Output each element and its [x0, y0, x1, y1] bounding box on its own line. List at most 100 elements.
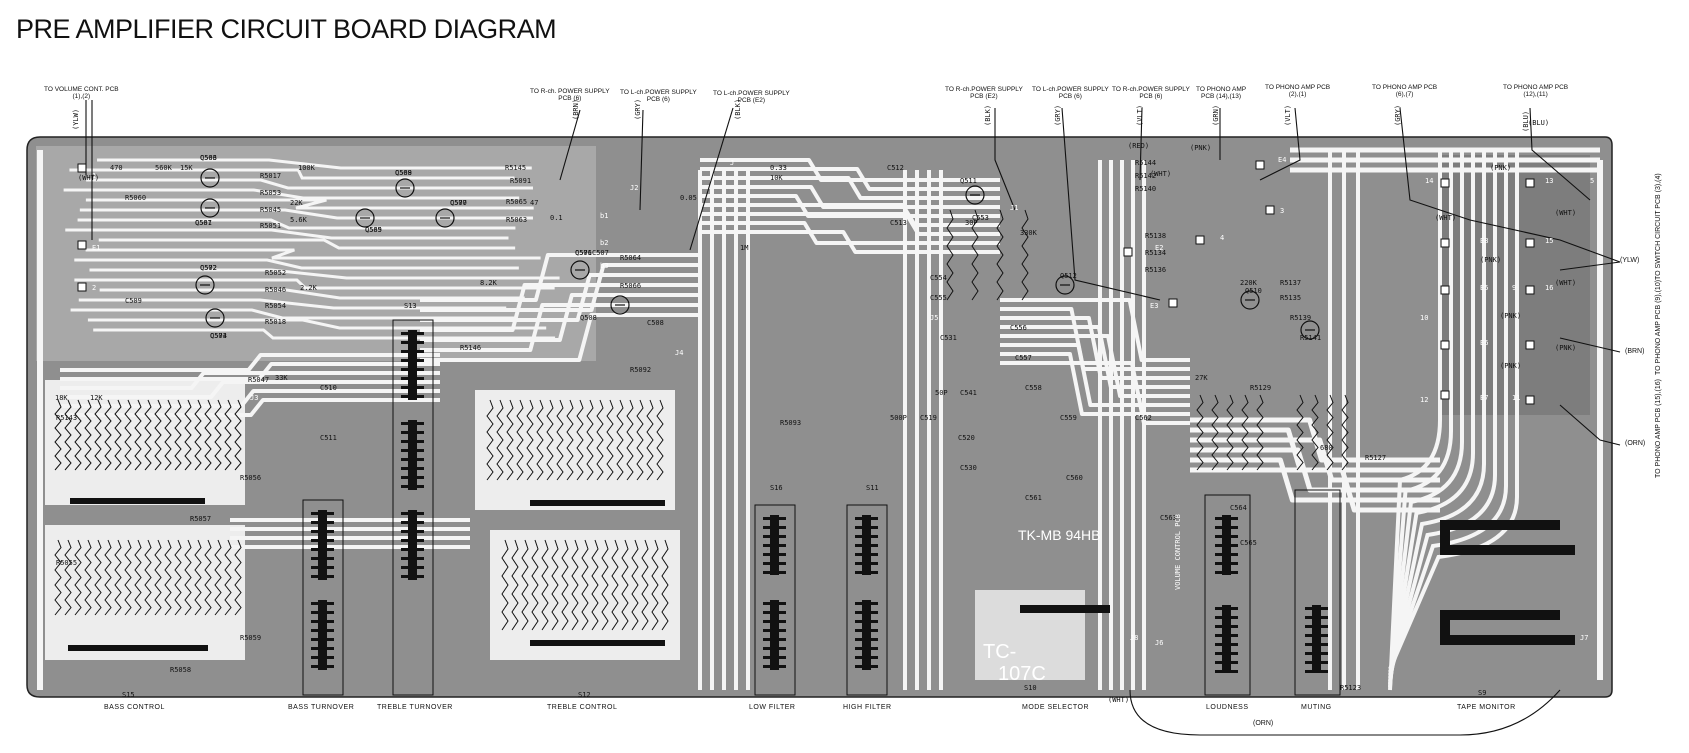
switch-treble-turnover-c-tab: [401, 566, 424, 569]
component-ref: C554: [930, 274, 947, 282]
component-ref: R5046: [265, 286, 286, 294]
terminal-label: E7: [1480, 394, 1488, 402]
terminal-label: 11: [1512, 394, 1520, 402]
resistor-treble-lower: [631, 539, 639, 631]
component-ref: R5142: [1135, 172, 1156, 180]
transistor-outline: [610, 295, 630, 315]
switch-bass-turnover-b: [318, 600, 327, 670]
switch-treble-turnover-b-tab: [401, 485, 424, 488]
switch-bass-turnover-a-tab: [311, 512, 334, 515]
trace-center-bus: [420, 313, 700, 362]
resistor-treble-upper: [516, 399, 524, 481]
wire-color-tag-top: (GRY): [1394, 105, 1402, 126]
component-ref: Q501: [195, 219, 212, 227]
component-value: 0.33: [770, 164, 787, 172]
terminal-label: E1: [92, 244, 100, 252]
resistor-bass-lower: [214, 539, 222, 616]
component-value: 5.6K: [290, 216, 308, 224]
switch-bass-turnover-b-tab: [311, 638, 334, 641]
resistor-treble-upper: [556, 399, 564, 481]
switch-muting-tab: [1305, 625, 1328, 628]
component-ref: C541: [960, 389, 977, 397]
transistor-outline: [355, 208, 375, 228]
trace-top-left: [65, 228, 509, 240]
component-ref: C531: [940, 334, 957, 342]
switch-treble-turnover-a-tab: [401, 341, 424, 344]
switch-loudness-b-tab: [1215, 643, 1238, 646]
resistor-treble-lower: [601, 539, 609, 631]
component-ref: R5093: [780, 419, 801, 427]
resistor-treble-upper: [496, 399, 504, 481]
wire-phono2: [1259, 107, 1301, 181]
board-tc-number: 107C: [998, 663, 1046, 685]
board-region-bass-bottom: [45, 525, 245, 660]
resistor-loudness: [1226, 394, 1234, 471]
switch-low-filter-a-tab: [763, 553, 786, 556]
connector-color-tag: (PNK): [1490, 164, 1511, 172]
switch-treble-turnover-a: [408, 330, 417, 400]
switch-muting-tab: [1305, 607, 1328, 610]
component-ref: R5145: [505, 164, 526, 172]
terminal-label: E5: [1480, 284, 1488, 292]
switch-treble-turnover-b-tab: [401, 458, 424, 461]
label-loudness: LOUDNESS: [1206, 704, 1249, 711]
component-ref: Q504: [210, 332, 227, 340]
resistor-bass-lower: [84, 539, 92, 616]
component-value: 30P: [965, 219, 978, 227]
component-value: 8.2K: [480, 279, 498, 287]
switch-loudness-a-tab: [1215, 562, 1238, 565]
connector-color-tag: (PNK): [1480, 256, 1501, 264]
pad-layer: [77, 160, 1535, 405]
component-ref: C507: [592, 249, 609, 257]
trace-volume-bus: [1000, 334, 1190, 398]
component-value: 0.1: [550, 214, 563, 222]
terminal-label: E8: [1480, 237, 1488, 245]
terminal-pad: [1525, 395, 1535, 405]
bus-bar-treble-upper: [530, 500, 665, 506]
switch-tape-monitor-b: [1440, 610, 1575, 645]
terminal-label: 1: [92, 172, 96, 180]
component-value: 22K: [290, 199, 303, 207]
resistor-treble-lower: [611, 539, 619, 631]
component-ref: R5138: [1145, 232, 1166, 240]
trace-muting-bus: [1190, 457, 1440, 503]
terminal-label: b1: [600, 212, 608, 220]
component-value: 1M: [740, 244, 748, 252]
bus-bar-treble-lower: [530, 640, 665, 646]
wire-lpowe2: [689, 107, 734, 251]
resistor-bass-lower: [124, 539, 132, 616]
switch-loudness-b-tab: [1215, 661, 1238, 664]
component-ref: C556: [1010, 324, 1027, 332]
component-ref: C508: [647, 319, 664, 327]
switch-high-filter-b-tab: [855, 665, 878, 668]
resistor-treble-lower: [521, 539, 529, 631]
component-value: 18K: [55, 394, 68, 402]
wire-rpow1: [559, 109, 581, 181]
component-ref: R5057: [190, 515, 211, 523]
switch-loudness-a-tab: [1215, 517, 1238, 520]
switch-treble-turnover-a-tab: [401, 395, 424, 398]
switch-low-filter-a-tab: [763, 526, 786, 529]
connector-color-tag: (WHT): [1435, 214, 1456, 222]
conn-label-volume: TO VOLUME CONT. PCB(1),(2): [44, 86, 119, 100]
terminal-pad: [77, 282, 87, 292]
switch-high-filter-a-tab: [855, 535, 878, 538]
switch-low-filter-a-tab: [763, 544, 786, 547]
resistor-treble-upper: [566, 399, 574, 481]
terminal-pad: [1440, 238, 1450, 248]
switch-bass-turnover-b-tab: [311, 647, 334, 650]
switch-bass-turnover-a: [318, 510, 327, 580]
component-ref: C572: [200, 264, 217, 272]
resistor-bass-upper: [184, 399, 192, 471]
component-ref: R5059: [240, 634, 261, 642]
switch-loudness-a-tab: [1215, 553, 1238, 556]
trace-top-left: [87, 318, 547, 330]
component-ref: R5055: [56, 559, 77, 567]
wire-color-tag-top: (YLW): [72, 109, 80, 130]
transistor-outline: [195, 275, 215, 295]
component-ref: C563: [1160, 514, 1177, 522]
component-ref: C510: [320, 384, 337, 392]
